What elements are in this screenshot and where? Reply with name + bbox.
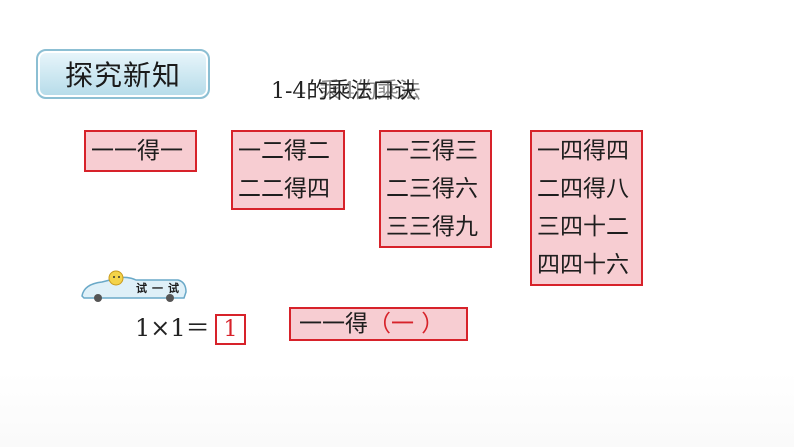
rhyme-column-2[interactable]: 一二得二 二二得四 xyxy=(231,130,345,210)
title-text: 1-4的乘法口诀 xyxy=(271,79,417,104)
rhyme-column-1[interactable]: 一一得一 xyxy=(84,130,197,172)
rhyme-item: 一一得一 xyxy=(91,138,183,164)
rhyme-base-text: 一一得 xyxy=(299,311,368,337)
rhyme-item: 二四得八 xyxy=(537,176,629,202)
rhyme-answer-box[interactable]: 一一得（一 ） xyxy=(289,307,468,341)
rhyme-item: 一四得四 xyxy=(537,138,629,164)
page-title: 1-4的乘法口诀 乘4的乘法 xyxy=(271,76,421,108)
rhyme-answer-text: （一 ） xyxy=(368,311,445,337)
answer-box[interactable]: 1 xyxy=(215,314,246,345)
rhyme-item: 一三得三 xyxy=(386,138,478,164)
title-ghost-text: 乘4的乘法 xyxy=(319,79,421,104)
rhyme-item: 二二得四 xyxy=(238,176,330,202)
rhyme-item: 三三得九 xyxy=(386,214,478,240)
background-fade xyxy=(0,372,794,447)
rhyme-column-3[interactable]: 一三得三 二三得六 三三得九 xyxy=(379,130,492,248)
try-it-car-icon[interactable]: 试 一 试 xyxy=(78,266,188,302)
try-char-2: 一 xyxy=(152,282,163,295)
rhyme-item: 二三得六 xyxy=(386,176,478,202)
rhyme-item: 一二得二 xyxy=(238,138,330,164)
rhyme-item: 三四十二 xyxy=(537,214,629,240)
rhyme-item: 四四十六 xyxy=(537,252,629,278)
rhyme-column-4[interactable]: 一四得四 二四得八 三四十二 四四十六 xyxy=(530,130,643,286)
try-char-1: 试 xyxy=(136,281,147,295)
section-badge: 探究新知 xyxy=(36,49,210,99)
equation-text: 1×1＝ xyxy=(135,314,210,342)
try-char-3: 试 xyxy=(168,281,179,295)
